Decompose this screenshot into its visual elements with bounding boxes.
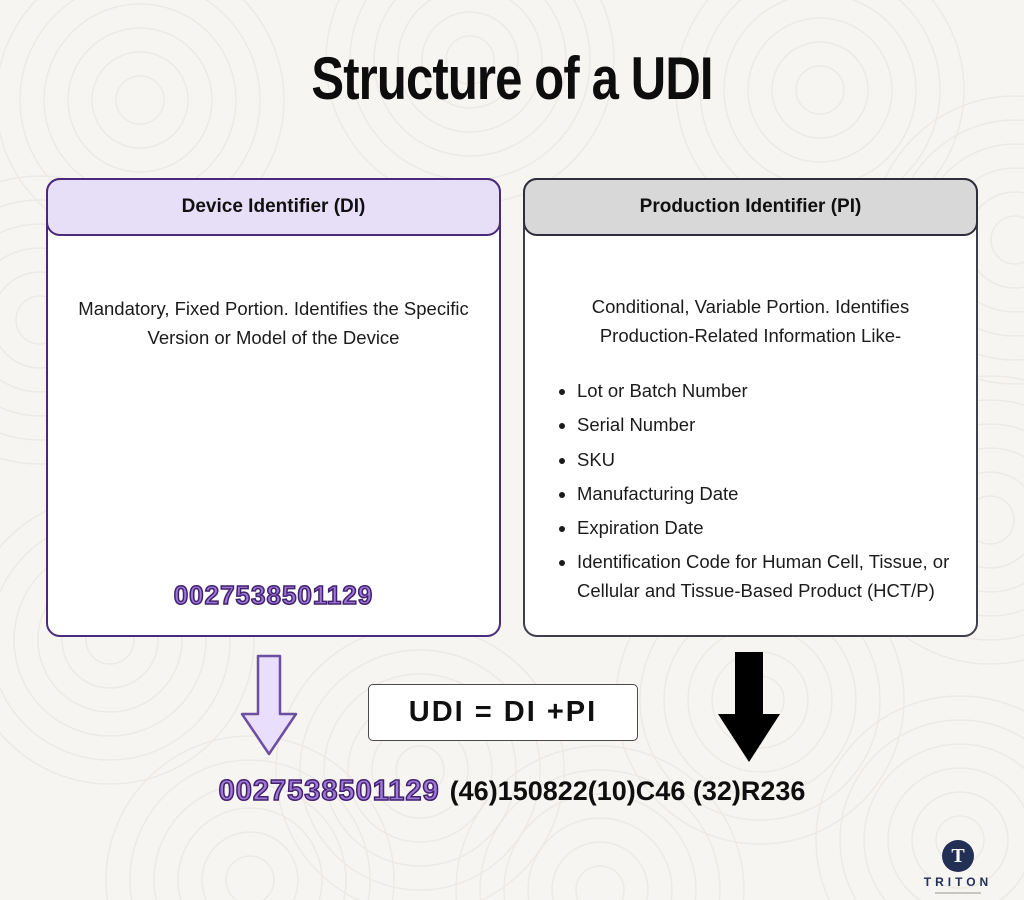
page-title: Structure of a UDI [311,45,713,113]
bullet-item: Expiration Date [577,513,962,542]
pi-intro-text: Conditional, Variable Portion. Identifie… [591,296,910,347]
pi-card-header-label: Production Identifier (PI) [639,196,862,217]
pi-card-header: Production Identifier (PI) [523,178,978,236]
result-di-code: 0027538501129 [218,774,440,808]
bullet-item: SKU [577,445,962,474]
result-line: 0027538501129 (46)150822(10)C46 (32)R236 [0,774,1024,808]
triton-logo-name: TRITON [923,875,993,889]
bullet-item: Manufacturing Date [577,479,962,508]
di-card-body-text: Mandatory, Fixed Portion. Identifies the… [78,298,469,349]
di-card-header-label: Device Identifier (DI) [181,196,366,217]
di-card: Device Identifier (DI) Mandatory, Fixed … [46,178,501,637]
pi-card: Production Identifier (PI) Conditional, … [523,178,978,637]
cards-row: Device Identifier (DI) Mandatory, Fixed … [46,178,978,637]
triton-logo: T TRITON [910,840,1006,894]
triton-logo-icon: T [942,840,974,872]
di-down-arrow-icon [240,654,298,756]
di-code: 0027538501129 [173,579,374,611]
di-card-header: Device Identifier (DI) [46,178,501,236]
result-pi-code: (46)150822(10)C46 (32)R236 [449,776,806,806]
pi-down-arrow-icon [718,652,780,762]
bullet-item: Identification Code for Human Cell, Tiss… [577,547,962,605]
triton-logo-tagline-line [935,892,981,894]
formula-box: UDI = DI +PI [368,684,638,741]
bullet-item: Lot or Batch Number [577,376,962,405]
pi-bullet-list: Lot or Batch Number Serial Number SKU Ma… [525,376,976,604]
bullet-item: Serial Number [577,410,962,439]
formula-text: UDI = DI +PI [408,696,598,728]
